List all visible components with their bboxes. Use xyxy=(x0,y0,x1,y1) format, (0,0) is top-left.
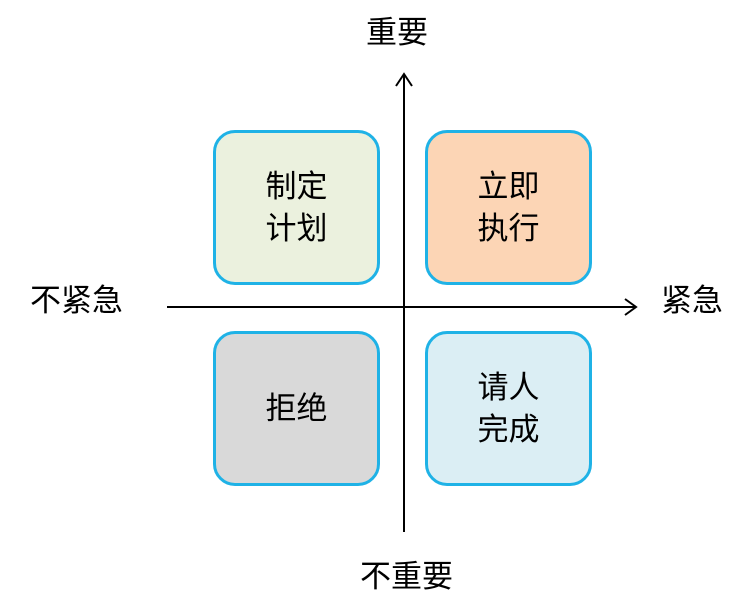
quadrant-plan-line-2: 计划 xyxy=(265,210,328,247)
quadrant-plan: 制定 计划 xyxy=(213,130,380,285)
quadrant-do-now: 立即 执行 xyxy=(425,130,592,285)
quadrant-plan-line-1: 制定 xyxy=(265,168,328,205)
axis-label-important: 重要 xyxy=(366,15,428,51)
quadrant-delegate-line-1: 请人 xyxy=(477,369,540,406)
axis-label-urgent: 紧急 xyxy=(661,283,723,319)
quadrant-reject: 拒绝 xyxy=(213,331,380,486)
vertical-axis-arrowhead xyxy=(395,72,413,87)
quadrant-reject-line-1: 拒绝 xyxy=(265,390,328,427)
quadrant-do-now-line-1: 立即 xyxy=(477,168,540,205)
axis-label-not-urgent: 不紧急 xyxy=(30,283,123,319)
quadrant-do-now-line-2: 执行 xyxy=(477,210,540,247)
horizontal-axis-arrowhead xyxy=(624,298,638,316)
quadrant-delegate-line-2: 完成 xyxy=(477,411,540,448)
axis-label-not-important: 不重要 xyxy=(360,559,453,595)
quadrant-delegate: 请人 完成 xyxy=(425,331,592,486)
